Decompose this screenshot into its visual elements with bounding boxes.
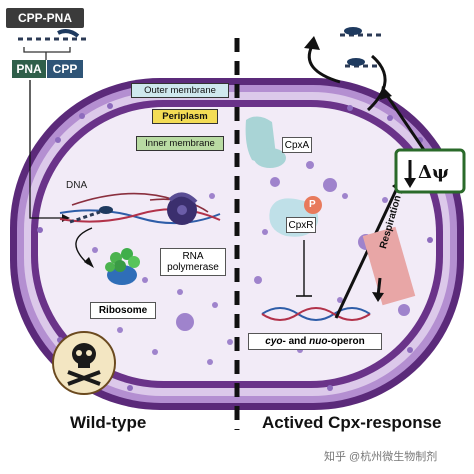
cpxr-label: CpxR — [286, 217, 316, 233]
rna-polymerase-icon — [167, 192, 198, 225]
skull-icon — [52, 331, 116, 395]
translation-arrow — [75, 227, 93, 265]
wild-type-title: Wild-type — [70, 413, 147, 432]
operon-label-suffix: -operon — [327, 336, 365, 347]
cpxa-label: CpxA — [282, 137, 312, 153]
phospho-label: P — [309, 199, 316, 210]
cpp-label: CPP — [47, 60, 83, 78]
pna-label: PNA — [12, 60, 46, 78]
cpp-pna-title: CPP-PNA — [6, 8, 84, 28]
dna-label: DNA — [66, 180, 88, 191]
watermark: 知乎 @杭州微生物制剂 — [324, 451, 438, 463]
operon-label: cyo- and nuo-operon — [248, 333, 382, 350]
exiting-molecules — [304, 27, 387, 112]
inner-membrane-label: Inner membrane — [136, 136, 224, 151]
delta-psi-down-arrow-icon — [404, 160, 416, 188]
pna-bound-molecule — [69, 206, 113, 224]
phospho-icon — [304, 196, 322, 214]
cpxa-icon — [245, 116, 286, 168]
cpx-response-title: Actived Cpx-response — [262, 413, 442, 432]
ribosome-label: Ribosome — [90, 302, 156, 319]
repression-line — [296, 240, 312, 297]
cpp-pna-molecule-top — [18, 29, 86, 60]
delta-psi-label: Δψ — [418, 162, 449, 183]
operon-label-mid: - and — [282, 336, 310, 347]
down-arrow-icon — [372, 277, 384, 302]
rna-polymerase-label: RNA polymerase — [160, 248, 226, 276]
ribosome-icon — [105, 248, 140, 285]
operon-dna — [261, 307, 371, 321]
periplasm-label: Periplasm — [152, 109, 218, 124]
operon-label-prefix: cyo — [265, 336, 283, 347]
periplasm-dots — [37, 103, 433, 391]
psi-up-arrow — [380, 86, 426, 151]
respiration-box — [362, 226, 416, 306]
operon-label-italic: nuo — [309, 336, 328, 347]
outer-membrane-label: Outer membrane — [131, 83, 229, 98]
